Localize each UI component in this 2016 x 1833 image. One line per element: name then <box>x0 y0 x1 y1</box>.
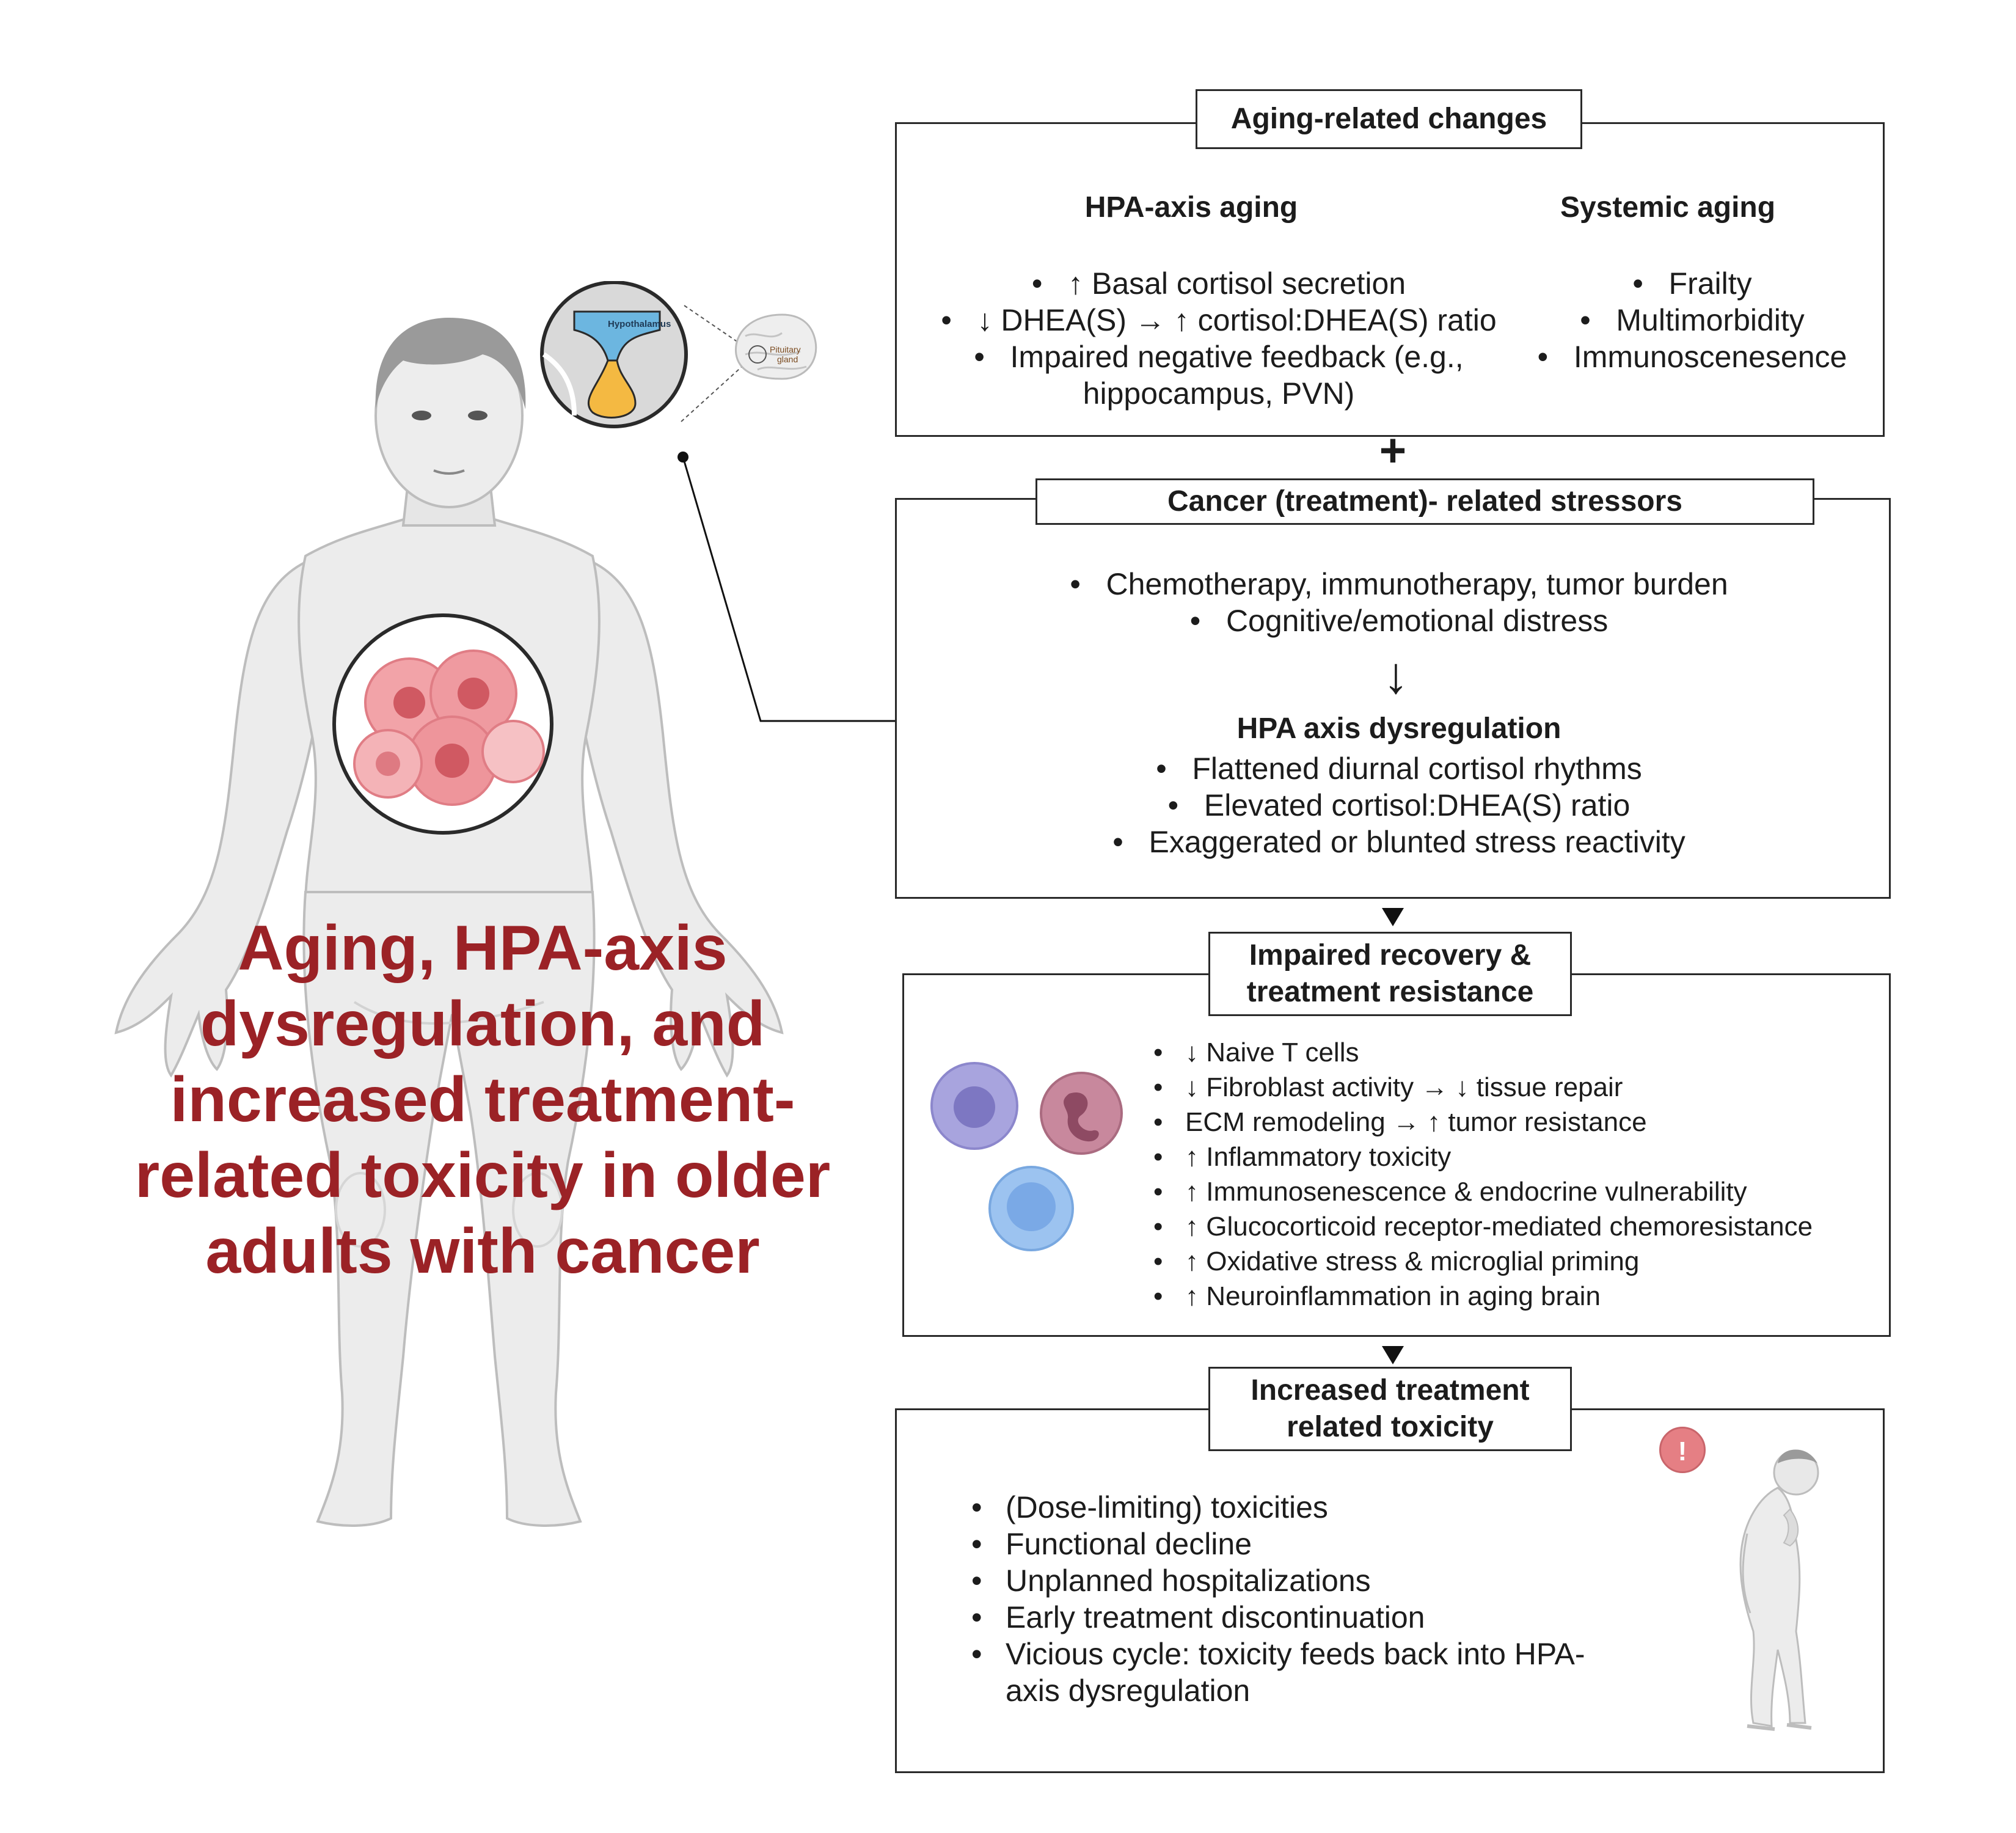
bullet: • <box>1031 266 1068 301</box>
systemic-item-2: • Immunoscenesence <box>1537 340 1847 374</box>
dysreg-item-2: • Exaggerated or blunted stress reactivi… <box>1112 825 1685 859</box>
arrowhead-icon <box>1382 1346 1404 1364</box>
recovery-item-5: ↑ Glucocorticoid receptor-mediated chemo… <box>1153 1209 1886 1244</box>
dysreg-item-1: • Elevated cortisol:DHEA(S) ratio <box>1167 788 1631 822</box>
systemic-aging-heading: Systemic aging <box>1560 191 1776 224</box>
hpa-item-2: • Impaired negative feedback (e.g., <box>974 340 1464 374</box>
recovery-list: ↓ Naive T cells ↓ Fibroblast activity → … <box>1153 1035 1886 1314</box>
main-title: Aging, HPA-axis dysregulation, and incre… <box>134 913 831 1287</box>
systemic-aging-list: • Frailty • Multimorbidity • Immunoscene… <box>1509 265 1875 375</box>
recovery-title-line2: treatment resistance <box>1246 976 1534 1008</box>
cancer-box <box>895 498 1891 899</box>
cancer-title: Cancer (treatment)- related stressors <box>1035 478 1814 525</box>
frail-elderly-figure <box>1739 1449 1819 1731</box>
recovery-item-1: ↓ Fibroblast activity → ↓ tissue repair <box>1153 1070 1886 1105</box>
hpa-item-0: • ↑ Basal cortisol secretion <box>1031 266 1406 301</box>
aging-box <box>895 122 1885 437</box>
toxicity-item-2: Unplanned hospitalizations <box>971 1562 1613 1599</box>
aging-title: Aging-related changes <box>1196 89 1582 149</box>
recovery-item-2: ECM remodeling → ↑ tumor resistance <box>1153 1105 1886 1140</box>
plus-sign: + <box>1379 425 1407 477</box>
bullet: • <box>1580 303 1616 337</box>
cancer-list: • Chemotherapy, immunotherapy, tumor bur… <box>910 566 1888 639</box>
hpa-aging-heading: HPA-axis aging <box>1084 191 1298 224</box>
bullet: • <box>941 303 977 337</box>
bullet: • <box>1070 567 1106 601</box>
alert-icon: ! <box>1659 1427 1706 1473</box>
toxicity-item-4: Vicious cycle: toxicity feeds back into … <box>971 1636 1613 1709</box>
lymphocyte-cell <box>930 1062 1018 1150</box>
pituitary-label-1: Pituitary <box>770 345 801 354</box>
neutrophil-cell <box>1040 1072 1123 1155</box>
bullet: • <box>1632 266 1669 301</box>
recovery-item-4: ↑ Immunosenescence & endocrine vulnerabi… <box>1153 1174 1886 1209</box>
bullet: • <box>1189 604 1226 638</box>
immune-cells-illustration <box>930 1062 1123 1251</box>
hpa-dysregulation-heading: HPA axis dysregulation <box>1236 712 1561 745</box>
toxicity-list: (Dose-limiting) toxicities Functional de… <box>971 1489 1613 1709</box>
tumor-cell-cluster <box>353 649 545 806</box>
bullet: • <box>1112 825 1149 859</box>
bullet: • <box>1156 752 1192 786</box>
bullet: • <box>974 340 1010 374</box>
hpa-item-2-cont: hippocampus, PVN) <box>1083 376 1355 411</box>
hpa-aging-list: • ↑ Basal cortisol secretion • ↓ DHEA(S)… <box>910 265 1527 412</box>
recovery-item-7: ↑ Neuroinflammation in aging brain <box>1153 1279 1886 1314</box>
tumor-inset <box>332 613 553 835</box>
toxicity-item-0: (Dose-limiting) toxicities <box>971 1489 1613 1526</box>
toxicity-title-line2: related toxicity <box>1287 1411 1494 1443</box>
toxicity-title: Increased treatment related toxicity <box>1208 1367 1572 1451</box>
recovery-title: Impaired recovery & treatment resistance <box>1208 932 1572 1016</box>
recovery-item-0: ↓ Naive T cells <box>1153 1035 1886 1070</box>
dysreg-item-0: • Flattened diurnal cortisol rhythms <box>1156 752 1642 786</box>
recovery-title-line1: Impaired recovery & <box>1249 939 1532 971</box>
recovery-item-3: ↑ Inflammatory toxicity <box>1153 1140 1886 1174</box>
toxicity-item-3: Early treatment discontinuation <box>971 1599 1613 1636</box>
cancer-item-0: • Chemotherapy, immunotherapy, tumor bur… <box>1070 567 1728 601</box>
bullet: • <box>1537 340 1574 374</box>
hpa-item-1: • ↓ DHEA(S) → ↑ cortisol:DHEA(S) ratio <box>941 303 1497 337</box>
bullet: • <box>1167 788 1204 822</box>
dysregulation-list: • Flattened diurnal cortisol rhythms • E… <box>910 750 1888 860</box>
systemic-item-0: • Frailty <box>1632 266 1752 301</box>
arrowhead-icon <box>1382 908 1404 926</box>
cancer-item-1: • Cognitive/emotional distress <box>1189 604 1609 638</box>
hypothalamus-label: Hypothalamus <box>608 319 671 329</box>
toxicity-title-line1: Increased treatment <box>1251 1374 1530 1407</box>
toxicity-item-1: Functional decline <box>971 1526 1613 1562</box>
pituitary-label-2: gland <box>777 354 798 364</box>
recovery-item-6: ↑ Oxidative stress & microglial priming <box>1153 1244 1886 1279</box>
down-arrow-icon: ↓ <box>1383 646 1409 704</box>
t-cell <box>988 1166 1074 1251</box>
systemic-item-1: • Multimorbidity <box>1580 303 1805 337</box>
